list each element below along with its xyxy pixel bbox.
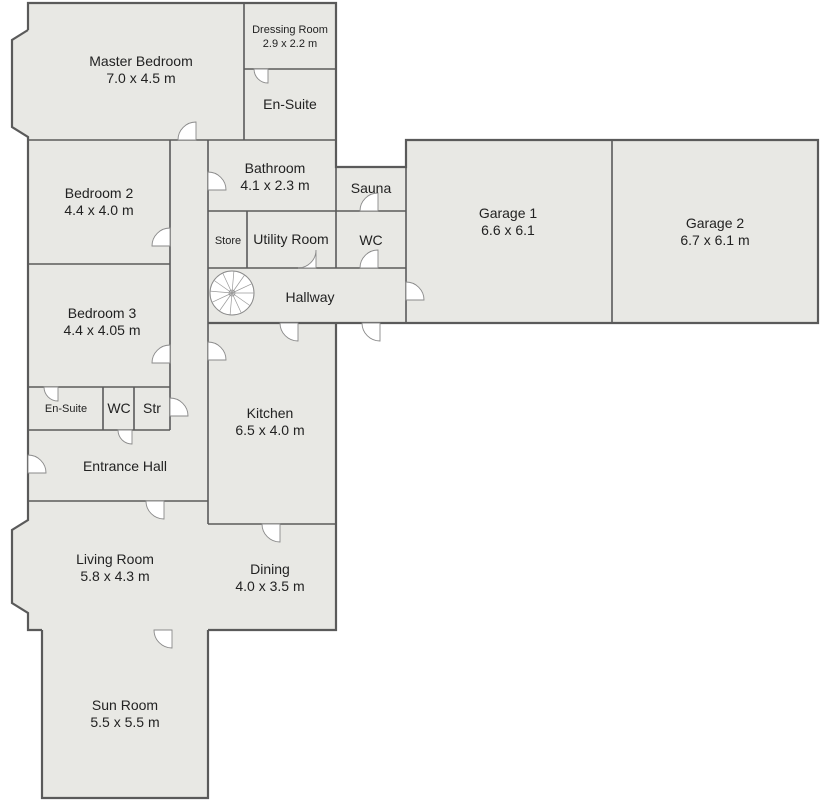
door-swing xyxy=(169,397,189,417)
door-swing xyxy=(27,454,47,474)
door-swing xyxy=(177,121,197,141)
spiral-staircase xyxy=(209,270,255,316)
room-name-kitchen: Kitchen xyxy=(247,405,294,421)
room-name-utility-room: Utility Room xyxy=(253,231,328,247)
room-name-str: Str xyxy=(143,400,161,416)
outer-wall-south-east xyxy=(208,323,338,632)
room-name-en-suite-lower: En-Suite xyxy=(45,403,87,415)
room-labels: Master Bedroom 7.0 x 4.5 m Dressing Room… xyxy=(45,24,750,730)
room-size-bedroom-2: 4.4 x 4.0 m xyxy=(64,202,133,218)
door-swing xyxy=(279,322,299,342)
door-swing xyxy=(145,500,165,520)
room-size-bathroom: 4.1 x 2.3 m xyxy=(240,177,309,193)
room-size-sun-room: 5.5 x 5.5 m xyxy=(90,714,159,730)
door-swing xyxy=(297,249,317,269)
door-swing xyxy=(253,68,269,84)
room-size-dressing-room: 2.9 x 2.2 m xyxy=(263,38,317,50)
door-swing xyxy=(359,192,379,212)
door-swings xyxy=(27,68,425,649)
room-name-garage-2: Garage 2 xyxy=(686,215,745,231)
sunroom-walls xyxy=(40,630,210,800)
room-name-dressing-room: Dressing Room xyxy=(252,24,328,36)
room-size-garage-1: 6.6 x 6.1 xyxy=(481,222,535,238)
room-name-dining: Dining xyxy=(250,561,290,577)
door-swing xyxy=(151,227,171,247)
room-name-bedroom-3: Bedroom 3 xyxy=(68,305,137,321)
room-name-wc-lower: WC xyxy=(107,400,130,416)
door-swing xyxy=(405,281,425,301)
door-swing xyxy=(153,629,173,649)
door-swing xyxy=(43,386,59,402)
door-swing xyxy=(359,249,379,269)
room-name-garage-1: Garage 1 xyxy=(479,205,538,221)
door-swing xyxy=(207,171,227,191)
door-swing xyxy=(207,341,227,361)
room-name-sun-room: Sun Room xyxy=(92,697,158,713)
outer-wall-west xyxy=(10,29,42,632)
room-name-entrance-hall: Entrance Hall xyxy=(83,458,167,474)
room-name-bedroom-2: Bedroom 2 xyxy=(65,185,134,201)
door-swing xyxy=(361,322,381,342)
room-name-sauna: Sauna xyxy=(351,180,392,196)
room-size-garage-2: 6.7 x 6.1 m xyxy=(680,232,749,248)
room-name-master-bedroom: Master Bedroom xyxy=(89,53,192,69)
room-size-dining: 4.0 x 3.5 m xyxy=(235,578,304,594)
room-size-master-bedroom: 7.0 x 4.5 m xyxy=(106,70,175,86)
room-name-en-suite-master: En-Suite xyxy=(263,96,317,112)
room-name-hallway: Hallway xyxy=(285,289,334,305)
floor-fills xyxy=(12,3,818,798)
room-size-bedroom-3: 4.4 x 4.05 m xyxy=(63,322,140,338)
room-size-living-room: 5.8 x 4.3 m xyxy=(80,568,149,584)
room-name-store: Store xyxy=(215,235,241,247)
door-swing xyxy=(151,344,171,364)
door-swing xyxy=(261,523,281,543)
room-size-kitchen: 6.5 x 4.0 m xyxy=(235,422,304,438)
room-name-living-room: Living Room xyxy=(76,551,154,567)
room-name-wc-upper: WC xyxy=(359,232,382,248)
door-swing xyxy=(117,429,133,445)
main-wing-floor xyxy=(12,3,818,798)
room-name-bathroom: Bathroom xyxy=(245,160,306,176)
